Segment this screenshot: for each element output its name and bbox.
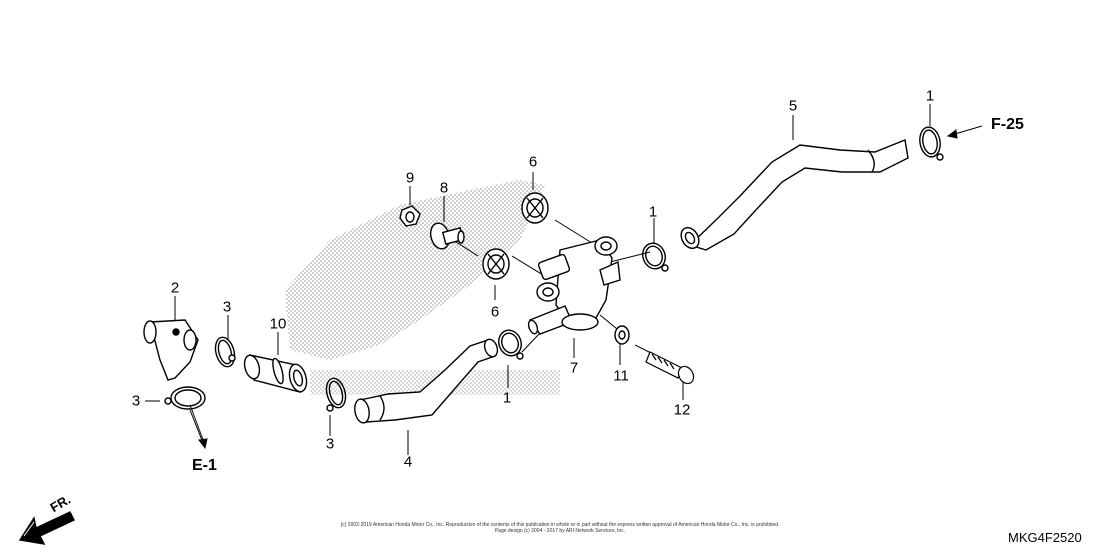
callout-8: 8 — [439, 179, 449, 197]
front-arrow-icon — [18, 511, 75, 545]
callout-5: 5 — [788, 97, 798, 115]
clamp-3-bottom — [325, 377, 347, 412]
washer-11 — [614, 325, 630, 345]
callout-9: 9 — [405, 169, 415, 187]
hose-4 — [354, 338, 499, 424]
callout-12: 12 — [673, 401, 691, 419]
callout-2: 2 — [170, 279, 180, 297]
clamp-3-left — [164, 386, 206, 410]
ref-label-f25: F-25 — [991, 116, 1024, 133]
ref-label-e1: E-1 — [192, 457, 217, 474]
callout-1-lower: 1 — [502, 389, 512, 407]
callout-3-bottom: 3 — [325, 435, 335, 453]
callout-6-top: 6 — [528, 153, 538, 171]
callout-11: 11 — [613, 367, 629, 385]
grommet-6-bottom — [482, 248, 510, 280]
callout-3-left: 3 — [131, 392, 141, 410]
arrow-to-e1 — [189, 409, 208, 450]
callout-3-top: 3 — [222, 298, 232, 316]
callout-1-top-right: 1 — [925, 87, 935, 105]
callout-1-mid: 1 — [648, 203, 658, 221]
grommet-6-top — [521, 192, 549, 224]
arrow-to-f25 — [946, 125, 983, 139]
copyright-notice: (c) 2002-2019 American Honda Motor Co., … — [240, 522, 880, 534]
callout-4: 4 — [403, 453, 413, 471]
clamp-1-lower — [498, 329, 524, 360]
clamp-3-top — [214, 336, 236, 368]
watermark-logo — [285, 180, 560, 395]
callout-7: 7 — [569, 359, 579, 377]
collar-8 — [429, 222, 465, 250]
clamp-1-top-right — [919, 126, 944, 161]
clamp-1-mid — [642, 242, 669, 272]
copyright-line-1: (c) 2002-2019 American Honda Motor Co., … — [340, 522, 780, 528]
diagram-code: MKG4F2520 — [1008, 530, 1082, 545]
valve-7 — [527, 236, 621, 335]
copyright-line-2: Page design (c) 2004 - 2017 by ARI Netwo… — [494, 528, 626, 534]
elbow-2 — [143, 319, 199, 381]
callout-6-bottom: 6 — [490, 303, 500, 321]
joint-10 — [243, 354, 308, 393]
hose-5 — [680, 139, 909, 251]
callout-10: 10 — [269, 315, 287, 333]
bolt-12 — [645, 351, 695, 385]
nut-9 — [399, 205, 421, 227]
